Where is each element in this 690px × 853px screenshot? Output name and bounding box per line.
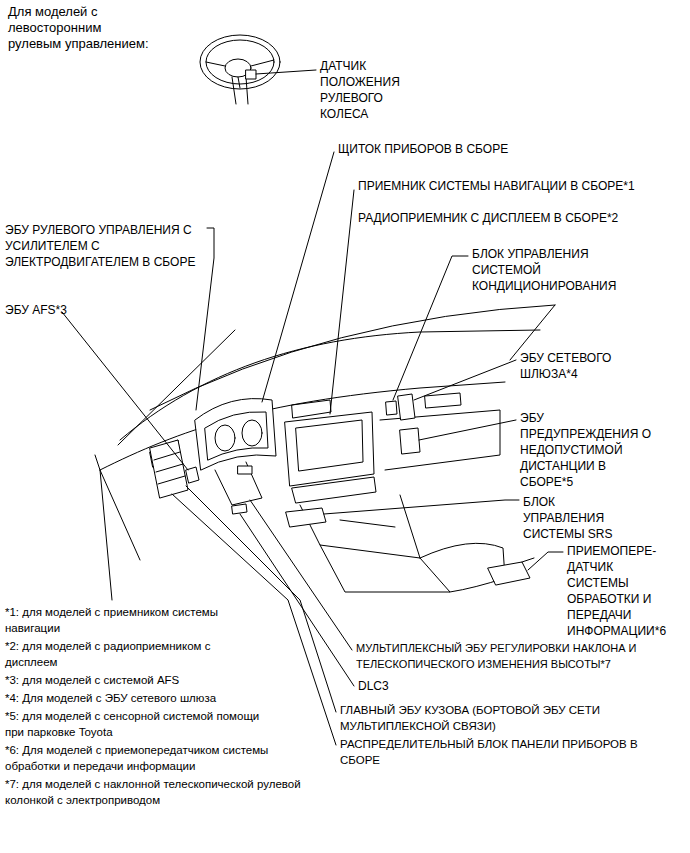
part-label: ЭБУ РУЛЕВОГО УПРАВЛЕНИЯ С УСИЛИТЕЛЕМ С Э…: [5, 222, 210, 270]
footnote: *5: для моделей с сенсорной системой пом…: [5, 708, 260, 740]
part-label: ГЛАВНЫЙ ЭБУ КУЗОВА (БОРТОВОЙ ЭБУ СЕТИ МУ…: [340, 702, 670, 734]
footnote: *6: Для моделей с приемопередатчиком сис…: [5, 742, 270, 774]
part-label: DLC3: [358, 678, 458, 694]
part-label: РАСПРЕДЕЛИТЕЛЬНЫЙ БЛОК ПАНЕЛИ ПРИБОРОВ В…: [340, 736, 660, 768]
part-label: ЭБУ ПРЕДУПРЕЖДЕНИЯ О НЕДОПУСТИМОЙ ДИСТАН…: [520, 410, 655, 490]
part-label: БЛОК УПРАВЛЕНИЯ СИСТЕМОЙ КОНДИЦИОНИРОВАН…: [472, 246, 642, 294]
heading: Для моделей с левосторонним рулевым упра…: [8, 4, 158, 52]
part-label: ДАТЧИК ПОЛОЖЕНИЯ РУЛЕВОГО КОЛЕСА: [320, 58, 430, 122]
part-label: РАДИОПРИЕМНИК С ДИСПЛЕЕМ В СБОРЕ*2: [358, 210, 678, 226]
footnote: *2: для моделей с радиоприемником с дисп…: [5, 638, 255, 670]
part-label: ПРИЕМНИК СИСТЕМЫ НАВИГАЦИИ В СБОРЕ*1: [358, 178, 638, 194]
dashboard-illustration: [95, 305, 555, 600]
steering-wheel-inset: [200, 35, 280, 104]
part-label: ПРИЕМОПЕРЕ- ДАТЧИК СИСТЕМЫ ОБРАБОТКИ И П…: [567, 543, 677, 639]
footnote: *4: Для моделей с ЭБУ сетевого шлюза: [5, 690, 255, 706]
footnote: *7: для моделей с наклонной телескопичес…: [5, 776, 335, 808]
footnote: *1: для моделей с приемником системы нав…: [5, 604, 255, 636]
part-label: ЩИТОК ПРИБОРОВ В СБОРЕ: [338, 141, 558, 157]
part-label: ЭБУ AFS*3: [5, 302, 125, 318]
part-label: МУЛЬТИПЛЕКСНЫЙ ЭБУ РЕГУЛИРОВКИ НАКЛОНА И…: [356, 640, 681, 672]
part-label: БЛОК УПРАВЛЕНИЯ СИСТЕМЫ SRS: [523, 494, 638, 542]
part-label: ЭБУ СЕТЕВОГО ШЛЮЗА*4: [520, 350, 670, 382]
footnote: *3: для моделей с системой AFS: [5, 672, 255, 688]
